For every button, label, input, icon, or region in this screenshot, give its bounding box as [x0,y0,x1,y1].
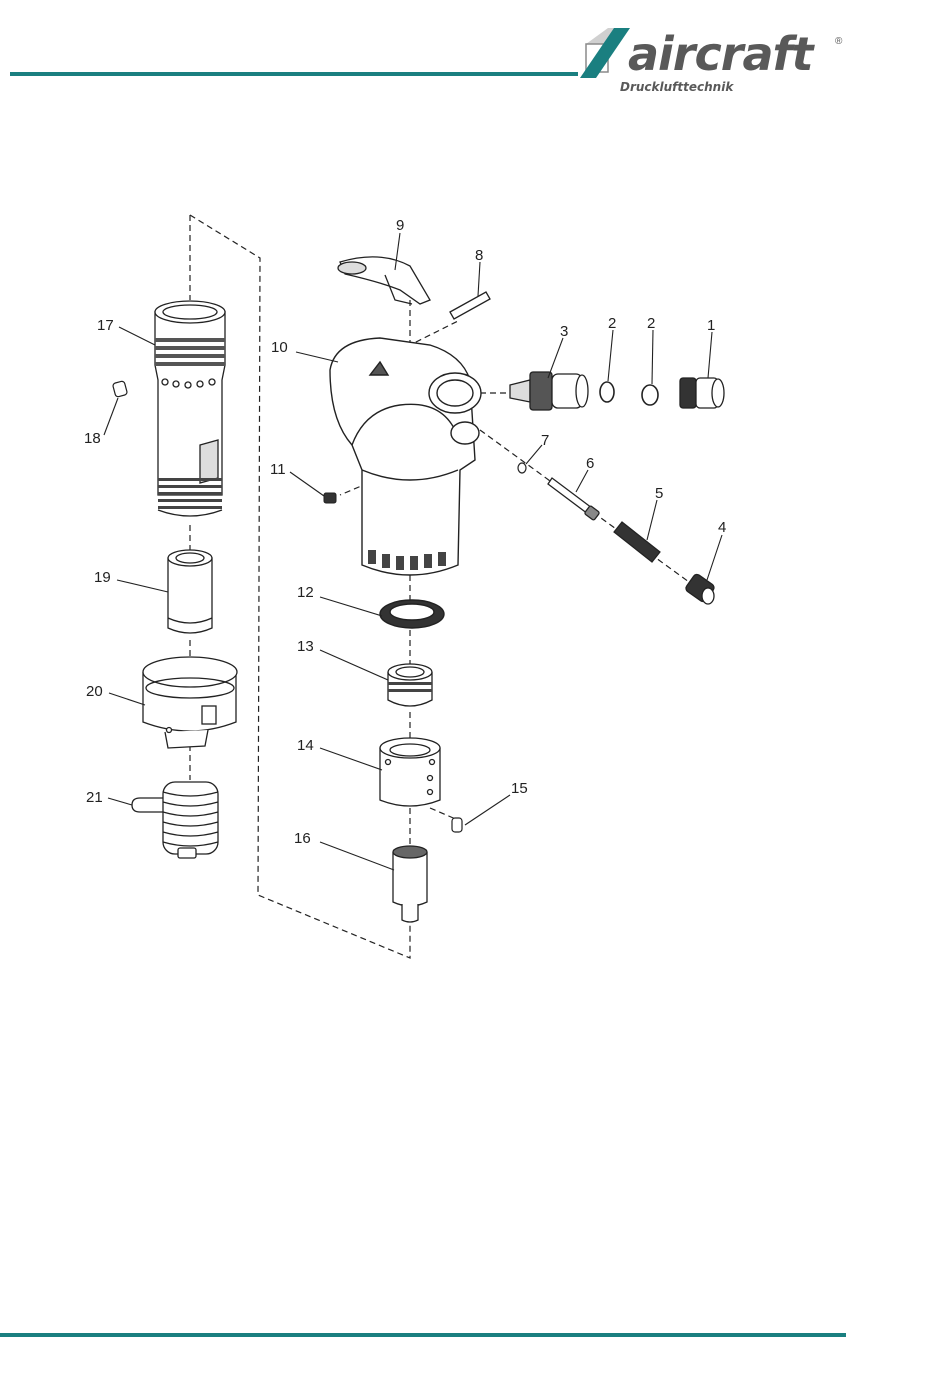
part-10-housing [330,338,481,575]
label-part-13: 13 [297,638,314,655]
part-4-cap [684,573,715,604]
label-part-16: 16 [294,830,311,847]
part-3-valve [510,372,588,410]
label-part-1: 1 [707,317,715,334]
part-12-seal [380,600,444,628]
label-part-2b: 2 [647,315,655,332]
part-2-o-rings [600,382,658,405]
part-16-plunger [393,846,427,922]
label-part-8: 8 [475,247,483,264]
part-7-washer [518,463,526,473]
part-13-bushing [388,664,432,706]
part-20-retainer [143,657,237,748]
label-part-20: 20 [86,683,103,700]
part-17-cylinder [155,301,225,516]
label-part-3: 3 [560,323,568,340]
label-part-10: 10 [271,339,288,356]
part-19-sleeve [168,550,212,633]
part-15-pin [452,818,462,832]
label-part-9: 9 [396,217,404,234]
label-part-19: 19 [94,569,111,586]
part-1-inlet [680,378,724,408]
footer-rule [0,1333,846,1337]
part-9-lever [338,257,430,304]
label-part-2a: 2 [608,315,616,332]
label-part-11: 11 [270,461,286,478]
label-part-18: 18 [84,430,101,447]
assembly-guide-lines [190,215,700,958]
label-part-7: 7 [541,432,549,449]
part-6-valve-stem [548,478,600,521]
label-part-17: 17 [97,317,114,334]
label-part-14: 14 [297,737,314,754]
label-part-12: 12 [297,584,314,601]
label-part-4: 4 [718,519,726,536]
part-14-nut [380,738,440,806]
part-8-pin [450,292,490,319]
part-18-pin [112,381,127,398]
label-part-21: 21 [86,789,103,806]
label-part-5: 5 [655,485,663,502]
label-part-6: 6 [586,455,594,472]
part-11-screw [324,493,336,503]
part-21-spring [132,782,218,858]
part-5-spring [614,522,660,562]
label-part-15: 15 [511,780,528,797]
